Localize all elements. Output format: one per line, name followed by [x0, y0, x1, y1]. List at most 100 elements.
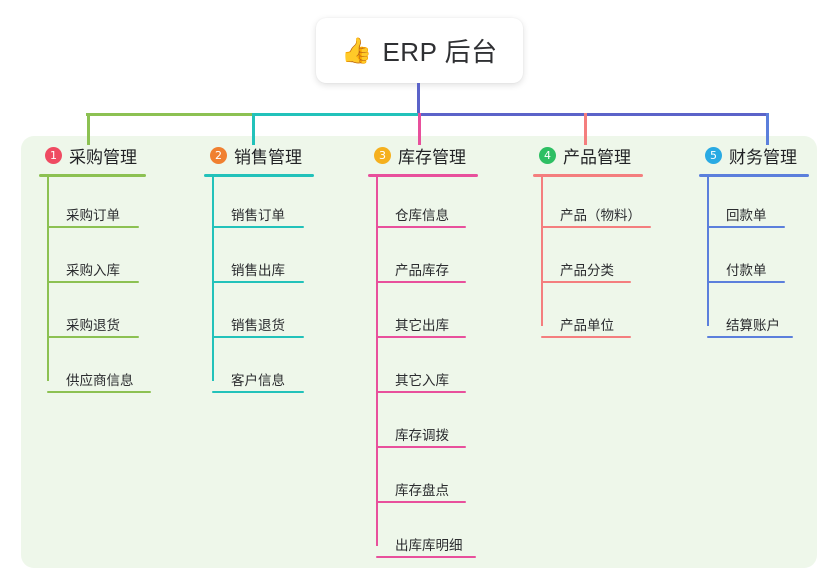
root-title: ERP 后台 — [382, 37, 498, 67]
connector-bar-segment-2 — [252, 113, 420, 116]
branch-number-badge: 3 — [374, 146, 391, 164]
branch-item-rule — [376, 556, 476, 558]
branch-column-2: 2 销售管理销售订单销售出库销售退货客户信息 — [204, 142, 352, 397]
branch-item[interactable]: 产品库存 — [368, 232, 516, 287]
branch-title: 采购管理 — [69, 147, 137, 167]
branch-item[interactable]: 采购订单 — [39, 177, 187, 232]
branch-number-badge: 2 — [210, 146, 227, 164]
branch-item[interactable]: 产品单位 — [533, 287, 681, 342]
branch-item-list: 回款单付款单结算账户 — [699, 177, 829, 342]
branch-item-rule — [376, 281, 466, 283]
branch-item-rule — [541, 226, 651, 228]
branch-item[interactable]: 回款单 — [699, 177, 829, 232]
thumbs-up-icon: 👍 — [341, 36, 373, 65]
connector-drop-5 — [766, 113, 769, 145]
branch-item-label: 客户信息 — [231, 373, 285, 388]
branch-header-rule — [204, 174, 314, 177]
branch-item-rule — [541, 281, 631, 283]
branch-item[interactable]: 其它出库 — [368, 287, 516, 342]
branch-item[interactable]: 供应商信息 — [39, 342, 187, 397]
branch-item-rule — [212, 336, 304, 338]
branch-item-rule — [376, 391, 466, 393]
branch-item-label: 采购入库 — [66, 263, 120, 278]
branch-item-rule — [376, 336, 466, 338]
branch-item-label: 产品库存 — [395, 263, 449, 278]
branch-item[interactable]: 采购入库 — [39, 232, 187, 287]
branch-item-label: 销售出库 — [231, 263, 285, 278]
branch-column-3: 3 库存管理仓库信息产品库存其它出库其它入库库存调拨库存盘点出库库明细 — [368, 142, 516, 562]
branch-item-label: 结算账户 — [726, 318, 780, 333]
branch-item-rule — [212, 391, 304, 393]
branch-item[interactable]: 产品（物料） — [533, 177, 681, 232]
branch-header-1[interactable]: 1 采购管理 — [39, 142, 187, 168]
branch-header-4[interactable]: 4 产品管理 — [533, 142, 681, 168]
branch-item-label: 其它出库 — [395, 318, 449, 333]
branch-item[interactable]: 付款单 — [699, 232, 829, 287]
branch-item-label: 供应商信息 — [66, 373, 134, 388]
branch-item-rule — [47, 336, 139, 338]
branch-item[interactable]: 出库库明细 — [368, 507, 516, 562]
connector-drop-3 — [418, 113, 421, 145]
branch-item-label: 产品单位 — [560, 318, 614, 333]
branch-item[interactable]: 结算账户 — [699, 287, 829, 342]
branch-item-rule — [47, 281, 139, 283]
branch-item[interactable]: 销售订单 — [204, 177, 352, 232]
connector-trunk — [417, 83, 420, 115]
branch-item[interactable]: 销售出库 — [204, 232, 352, 287]
branch-number-badge: 4 — [539, 146, 556, 164]
branch-item[interactable]: 库存调拨 — [368, 397, 516, 452]
branch-item-list: 产品（物料） 产品分类产品单位 — [533, 177, 681, 342]
branch-title: 产品管理 — [563, 147, 631, 167]
branch-item-rule — [376, 226, 466, 228]
branch-item-label: 销售退货 — [231, 318, 285, 333]
branch-item-label: 产品分类 — [560, 263, 614, 278]
branch-item-rule — [707, 226, 785, 228]
branch-number-badge: 1 — [45, 146, 62, 164]
branch-item-label: 产品（物料） — [560, 208, 641, 223]
branch-item-label: 销售订单 — [231, 208, 285, 223]
connector-bar-segment-3 — [418, 113, 768, 116]
branch-header-rule — [368, 174, 478, 177]
branch-header-rule — [533, 174, 643, 177]
branch-item-label: 采购订单 — [66, 208, 120, 223]
branch-item[interactable]: 库存盘点 — [368, 452, 516, 507]
branch-item-label: 库存调拨 — [395, 428, 449, 443]
branch-spine — [47, 177, 49, 381]
branch-item-rule — [376, 446, 466, 448]
branch-item-label: 其它入库 — [395, 373, 449, 388]
branch-item-rule — [707, 281, 785, 283]
branch-item[interactable]: 其它入库 — [368, 342, 516, 397]
branch-item[interactable]: 仓库信息 — [368, 177, 516, 232]
root-node[interactable]: 👍 ERP 后台 — [316, 18, 523, 83]
branch-item-rule — [707, 336, 793, 338]
branch-item-rule — [212, 226, 304, 228]
branch-item-list: 仓库信息产品库存其它出库其它入库库存调拨库存盘点出库库明细 — [368, 177, 516, 562]
branch-item-rule — [376, 501, 466, 503]
branch-spine — [212, 177, 214, 381]
connector-drop-1 — [87, 113, 90, 145]
branch-spine — [376, 177, 378, 546]
branch-item[interactable]: 销售退货 — [204, 287, 352, 342]
branch-header-2[interactable]: 2 销售管理 — [204, 142, 352, 168]
connector-bar-segment-1 — [86, 113, 254, 116]
branch-title: 库存管理 — [398, 147, 466, 167]
branch-header-rule — [699, 174, 809, 177]
branch-item-rule — [47, 226, 139, 228]
branch-item[interactable]: 采购退货 — [39, 287, 187, 342]
branch-item-label: 出库库明细 — [395, 538, 463, 553]
branch-header-rule — [39, 174, 146, 177]
branch-item[interactable]: 客户信息 — [204, 342, 352, 397]
branch-header-3[interactable]: 3 库存管理 — [368, 142, 516, 168]
branch-item-rule — [541, 336, 631, 338]
branch-item-label: 回款单 — [726, 208, 767, 223]
branch-title: 销售管理 — [234, 147, 302, 167]
branch-item-rule — [47, 391, 151, 393]
branch-item-rule — [212, 281, 304, 283]
branch-item[interactable]: 产品分类 — [533, 232, 681, 287]
branch-item-list: 销售订单销售出库销售退货客户信息 — [204, 177, 352, 397]
branch-number-badge: 5 — [705, 146, 722, 164]
connector-drop-2 — [252, 113, 255, 145]
branch-item-label: 采购退货 — [66, 318, 120, 333]
